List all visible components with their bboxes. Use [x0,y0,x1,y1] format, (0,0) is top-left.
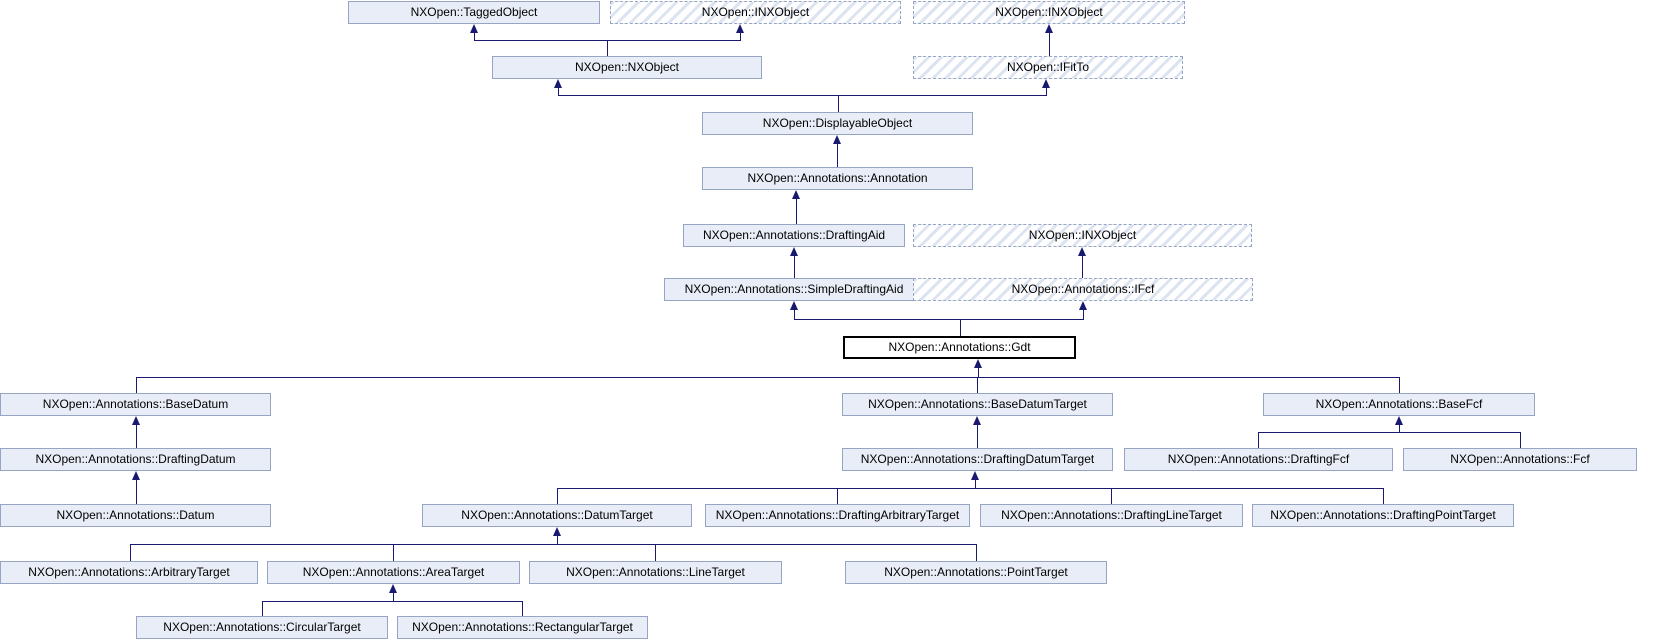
class-node-areatarget[interactable]: NXOpen::Annotations::AreaTarget [267,561,520,584]
class-node-inxobject-3: NXOpen::INXObject [913,224,1252,247]
inheritance-edge-segment [1111,488,1112,504]
class-node-datum[interactable]: NXOpen::Annotations::Datum [0,504,271,527]
inheritance-arrowhead-icon [971,471,979,480]
inheritance-edge-segment [393,544,394,561]
class-node-draftingaid[interactable]: NXOpen::Annotations::DraftingAid [683,224,905,247]
inheritance-arrowhead-icon [790,301,798,310]
inheritance-edge-segment [837,488,838,504]
inheritance-edge-segment [796,197,797,224]
inheritance-edge-segment [522,601,523,616]
inheritance-arrowhead-icon [792,190,800,199]
inheritance-edge-segment [740,31,741,40]
class-node-gdt: NXOpen::Annotations::Gdt [843,336,1076,359]
inheritance-arrowhead-icon [833,135,841,144]
inheritance-arrowhead-icon [132,416,140,425]
inheritance-edge-segment [794,254,795,278]
class-node-basefcf[interactable]: NXOpen::Annotations::BaseFcf [1263,393,1535,416]
inheritance-edge-segment [1046,86,1047,95]
inheritance-arrowhead-icon [1045,24,1053,33]
class-node-displayableobject[interactable]: NXOpen::DisplayableObject [702,112,973,135]
inheritance-arrowhead-icon [389,584,397,593]
class-node-linetarget[interactable]: NXOpen::Annotations::LineTarget [529,561,782,584]
inheritance-edge-segment [794,319,1084,320]
inheritance-arrowhead-icon [470,24,478,33]
class-node-draftingpointtarget[interactable]: NXOpen::Annotations::DraftingPointTarget [1252,504,1514,527]
class-node-datumtarget[interactable]: NXOpen::Annotations::DatumTarget [422,504,692,527]
class-node-ifcf: NXOpen::Annotations::IFcf [913,278,1253,301]
inheritance-edge-segment [1082,254,1083,278]
inheritance-edge-segment [393,591,394,601]
inheritance-edge-segment [1049,31,1050,56]
inheritance-edge-segment [1520,432,1521,448]
class-node-draftingdatum[interactable]: NXOpen::Annotations::DraftingDatum [0,448,271,471]
inheritance-edge-segment [474,31,475,40]
inheritance-edge-segment [558,95,1047,96]
inheritance-edge-segment [794,308,795,319]
inheritance-edge-segment [655,544,656,561]
inheritance-arrowhead-icon [973,416,981,425]
inheritance-arrowhead-icon [553,527,561,536]
inheritance-edge-segment [837,142,838,167]
class-node-nxobject[interactable]: NXOpen::NXObject [492,56,762,79]
inheritance-edge-segment [1399,377,1400,393]
class-node-rectangulartarget[interactable]: NXOpen::Annotations::RectangularTarget [397,616,648,639]
inheritance-edge-segment [960,319,961,336]
class-node-circulartarget[interactable]: NXOpen::Annotations::CircularTarget [136,616,388,639]
inheritance-edge-segment [262,601,523,602]
inheritance-edge-segment [136,377,137,393]
inheritance-arrowhead-icon [1395,416,1403,425]
class-node-draftingfcf[interactable]: NXOpen::Annotations::DraftingFcf [1124,448,1393,471]
inheritance-arrowhead-icon [1079,301,1087,310]
inheritance-edge-segment [1258,432,1259,448]
class-node-taggedobject[interactable]: NXOpen::TaggedObject [348,1,600,24]
inheritance-edge-segment [977,423,978,448]
class-node-arbitrarytarget[interactable]: NXOpen::Annotations::ArbitraryTarget [0,561,258,584]
inheritance-edge-segment [1383,488,1384,504]
inheritance-edge-segment [557,488,1384,489]
inheritance-edge-segment [838,95,839,112]
inheritance-edge-segment [136,423,137,448]
class-node-inxobject-2: NXOpen::INXObject [913,1,1185,24]
inheritance-edge-segment [557,534,558,544]
inheritance-arrowhead-icon [132,471,140,480]
inheritance-edge-segment [130,544,131,561]
class-node-fcf[interactable]: NXOpen::Annotations::Fcf [1403,448,1637,471]
inheritance-edge-segment [976,544,977,561]
inheritance-edge-segment [557,488,558,504]
inheritance-edge-segment [136,377,1400,378]
inheritance-arrowhead-icon [974,359,982,368]
inheritance-edge-segment [978,366,979,377]
class-node-inxobject-1: NXOpen::INXObject [610,1,901,24]
inheritance-edge-segment [558,86,559,95]
class-node-simpledraftingaid[interactable]: NXOpen::Annotations::SimpleDraftingAid [664,278,924,301]
inheritance-arrowhead-icon [1042,79,1050,88]
inheritance-edge-segment [1399,423,1400,432]
class-node-annotation[interactable]: NXOpen::Annotations::Annotation [702,167,973,190]
inheritance-edge-segment [1083,308,1084,319]
class-node-draftingarbitrarytarget[interactable]: NXOpen::Annotations::DraftingArbitraryTa… [705,504,970,527]
inheritance-edge-segment [975,478,976,488]
class-node-ifitto: NXOpen::IFitTo [913,56,1183,79]
class-node-basedatum[interactable]: NXOpen::Annotations::BaseDatum [0,393,271,416]
inheritance-arrowhead-icon [736,24,744,33]
inheritance-edge-segment [136,478,137,504]
class-node-draftinglinetarget[interactable]: NXOpen::Annotations::DraftingLineTarget [980,504,1243,527]
inheritance-edge-segment [1258,432,1521,433]
inheritance-edge-segment [607,40,608,56]
class-node-draftingdatumtarget[interactable]: NXOpen::Annotations::DraftingDatumTarget [842,448,1113,471]
inheritance-edge-segment [262,601,263,616]
class-node-pointtarget[interactable]: NXOpen::Annotations::PointTarget [845,561,1107,584]
class-node-basedatumtarget[interactable]: NXOpen::Annotations::BaseDatumTarget [842,393,1113,416]
inheritance-arrowhead-icon [554,79,562,88]
inheritance-arrowhead-icon [790,247,798,256]
inheritance-arrowhead-icon [1078,247,1086,256]
inheritance-edge-segment [130,544,977,545]
inheritance-edge-segment [977,377,978,393]
